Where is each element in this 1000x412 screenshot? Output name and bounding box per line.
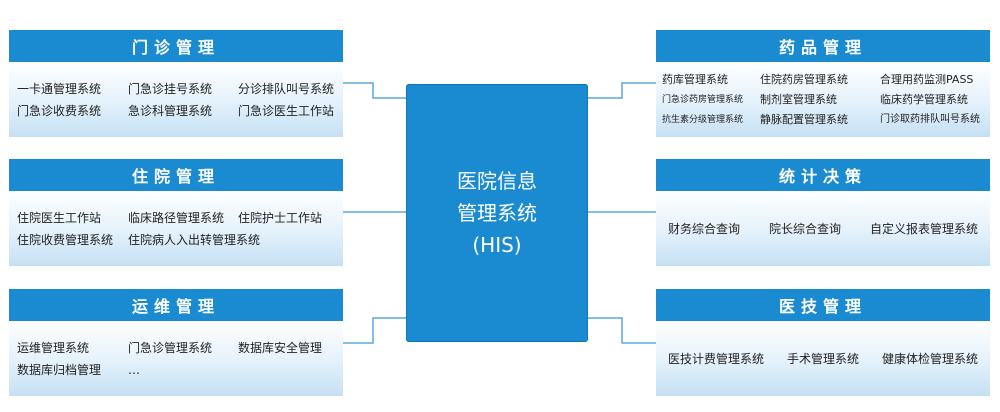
system-item[interactable]: 院长综合查询 <box>768 221 841 236</box>
module-inpatient: 住院管理 住院医生工作站 临床路径管理系统 住院护士工作站 住院收费管理系统 住… <box>9 159 343 266</box>
module-title: 药品管理 <box>656 30 990 62</box>
system-item[interactable]: 制剂室管理系统 <box>760 92 837 106</box>
system-item[interactable]: 分诊排队叫号系统 <box>238 81 335 96</box>
system-item[interactable]: 财务综合查询 <box>668 221 741 236</box>
system-item[interactable]: 门急诊医生工作站 <box>238 103 335 118</box>
module-body: 医技计费管理系统 手术管理系统 健康体检管理系统 <box>656 321 990 396</box>
system-item[interactable]: 健康体检管理系统 <box>881 351 978 366</box>
system-item[interactable]: 门急诊药房管理系统 <box>662 94 744 105</box>
module-title: 门诊管理 <box>9 30 343 62</box>
system-item[interactable]: 住院医生工作站 <box>17 210 102 225</box>
module-body: 财务综合查询 院长综合查询 自定义报表管理系统 <box>656 191 990 266</box>
system-item[interactable]: 急诊科管理系统 <box>128 103 213 118</box>
module-body: 住院医生工作站 临床路径管理系统 住院护士工作站 住院收费管理系统 住院病人入出… <box>9 191 343 266</box>
system-item[interactable]: 自定义报表管理系统 <box>869 221 978 236</box>
module-title: 统计决策 <box>656 159 990 191</box>
module-body: 一卡通管理系统 门急诊挂号系统 分诊排队叫号系统 门急诊收费系统 急诊科管理系统… <box>9 62 343 137</box>
module-medical-technology: 医技管理 医技计费管理系统 手术管理系统 健康体检管理系统 <box>656 289 990 396</box>
system-item[interactable]: 住院护士工作站 <box>238 210 323 225</box>
system-item[interactable]: 住院收费管理系统 <box>17 232 114 247</box>
system-item[interactable]: 数据库安全管理 <box>238 340 323 355</box>
ellipsis-item: … <box>128 362 140 377</box>
module-title: 运维管理 <box>9 289 343 321</box>
connector-medtech <box>588 317 656 344</box>
module-statistics: 统计决策 财务综合查询 院长综合查询 自定义报表管理系统 <box>656 159 990 266</box>
system-item[interactable]: 手术管理系统 <box>786 351 859 366</box>
system-item[interactable]: 药库管理系统 <box>662 72 728 86</box>
his-center-box[interactable]: 医院信息 管理系统 (HIS) <box>406 84 588 342</box>
module-body: 运维管理系统 门急诊管理系统 数据库安全管理 数据库归档管理 … <box>9 321 343 396</box>
system-item[interactable]: 合理用药监测PASS <box>880 72 974 86</box>
system-item[interactable]: 住院病人入出转管理系统 <box>128 232 261 247</box>
center-title-line: (HIS) <box>472 233 522 257</box>
system-item[interactable]: 医技计费管理系统 <box>668 351 765 366</box>
system-item[interactable]: 门急诊收费系统 <box>17 103 102 118</box>
module-title: 医技管理 <box>656 289 990 321</box>
module-outpatient: 门诊管理 一卡通管理系统 门急诊挂号系统 分诊排队叫号系统 门急诊收费系统 急诊… <box>9 30 343 137</box>
system-item[interactable]: 门诊取药排队叫号系统 <box>880 113 980 125</box>
system-item[interactable]: 临床药学管理系统 <box>880 92 968 106</box>
system-item[interactable]: 运维管理系统 <box>17 340 90 355</box>
connector-operations <box>343 317 406 344</box>
system-item[interactable]: 门急诊挂号系统 <box>128 81 213 96</box>
center-title-line: 医院信息 <box>457 169 537 193</box>
system-item[interactable]: 临床路径管理系统 <box>128 210 225 225</box>
connector-outpatient <box>343 82 406 99</box>
system-item[interactable]: 静脉配置管理系统 <box>760 112 848 126</box>
system-item[interactable]: 一卡通管理系统 <box>17 81 102 96</box>
system-item[interactable]: 抗生素分级管理系统 <box>662 114 744 125</box>
module-title: 住院管理 <box>9 159 343 191</box>
center-title-line: 管理系统 <box>457 201 537 225</box>
module-operations: 运维管理 运维管理系统 门急诊管理系统 数据库安全管理 数据库归档管理 … <box>9 289 343 396</box>
system-item[interactable]: 住院药房管理系统 <box>760 72 848 86</box>
system-item[interactable]: 门急诊管理系统 <box>128 340 213 355</box>
system-item[interactable]: 数据库归档管理 <box>17 362 102 377</box>
module-pharmacy: 药品管理 药库管理系统 住院药房管理系统 合理用药监测PASS 门急诊药房管理系… <box>656 30 990 137</box>
module-body: 药库管理系统 住院药房管理系统 合理用药监测PASS 门急诊药房管理系统 制剂室… <box>656 62 990 137</box>
connector-pharmacy <box>588 82 656 99</box>
